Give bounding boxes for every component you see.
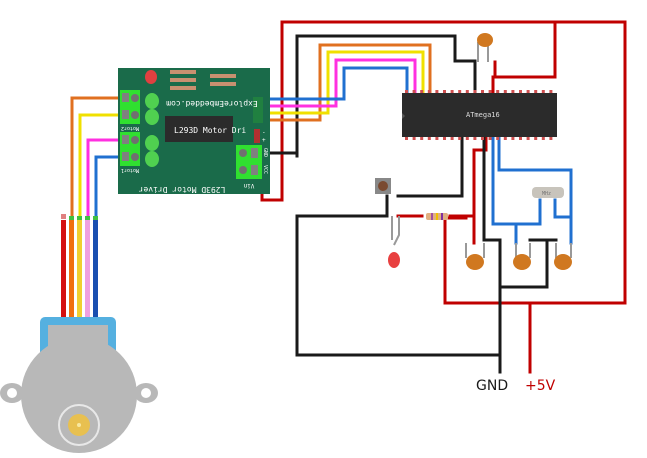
- mcu-pin: [488, 90, 492, 93]
- mcu-pin: [473, 137, 477, 140]
- vcc-pin-label: VCC: [262, 165, 268, 174]
- mcu-pin: [481, 90, 484, 93]
- crystal-label: MHz: [542, 191, 551, 197]
- mcu-pin: [465, 137, 469, 140]
- resistor: [426, 213, 448, 220]
- mcu-pin: [405, 137, 408, 140]
- gnd-pin-label: GND: [262, 148, 268, 157]
- mcu-pin: [534, 90, 538, 93]
- mcu-pin: [526, 137, 530, 140]
- mcu-pin: [427, 90, 431, 93]
- mcu-pin: [412, 137, 416, 140]
- mcu-pin: [526, 90, 530, 93]
- mcu-pin: [496, 90, 500, 93]
- reset-capacitor: [465, 243, 485, 270]
- board-title-label: L293D Motor Driver: [138, 185, 225, 194]
- mcu-pin: [549, 90, 553, 93]
- mcu-pin: [405, 90, 408, 93]
- mcu-pin: [458, 90, 462, 93]
- mcu-pin: [458, 137, 462, 140]
- vin-label: Vin: [243, 182, 254, 189]
- mcu-pin: [481, 137, 484, 140]
- mcu-pin: [519, 90, 522, 93]
- mcu-pin: [534, 137, 538, 140]
- mcu-pin: [519, 137, 522, 140]
- mcu-pin: [473, 90, 477, 93]
- mcu-pin: [450, 90, 454, 93]
- mcu-pin: [496, 137, 500, 140]
- motor1-label: Motor1: [121, 167, 139, 173]
- mcu-pin: [443, 137, 446, 140]
- motor-wires: [70, 96, 130, 220]
- stepper-motor: [0, 317, 158, 453]
- gnd-wires: [260, 34, 558, 374]
- minus-label: -: [262, 129, 266, 136]
- mcu-pin: [549, 137, 553, 140]
- mcu-pin: [541, 90, 545, 93]
- stepper-leads: [61, 214, 98, 320]
- motor2-label: Motor2: [121, 125, 139, 131]
- mcu-pin: [450, 137, 454, 140]
- gnd-rail-label: GND: [476, 378, 508, 394]
- crystal-wires: [491, 135, 573, 245]
- reset-button[interactable]: [375, 178, 391, 194]
- mcu-pin: [488, 137, 492, 140]
- mcu-pin: [503, 137, 507, 140]
- mcu-pin: [435, 90, 439, 93]
- mcu-pin: [503, 90, 507, 93]
- mcu-pin: [541, 137, 545, 140]
- signal-wires: [256, 43, 432, 122]
- board-website-label: ExploreEmbedded.com: [166, 99, 258, 108]
- red-led: [388, 216, 400, 268]
- board-chip-label: L293D Motor Dri: [174, 126, 246, 135]
- atmega16-chip: [402, 90, 557, 140]
- vcc-rail-label: +5V: [525, 378, 556, 394]
- mcu-pin: [420, 137, 424, 140]
- mcu-pin: [511, 137, 515, 140]
- mcu-pin: [511, 90, 515, 93]
- plus-label: +: [262, 137, 266, 144]
- mcu-pin: [465, 90, 469, 93]
- mcu-pin: [443, 90, 446, 93]
- mcu-pin: [427, 137, 431, 140]
- mcu-pin: [435, 137, 439, 140]
- crystal-capacitor-2: [554, 243, 572, 270]
- mcu-label: ATmega16: [466, 111, 500, 119]
- motor-driver-board: [118, 68, 270, 194]
- crystal: [532, 187, 564, 198]
- crystal-capacitor-1: [513, 243, 531, 270]
- mcu-pin: [412, 90, 416, 93]
- mcu-pin: [420, 90, 424, 93]
- decoupling-capacitor: [477, 33, 493, 62]
